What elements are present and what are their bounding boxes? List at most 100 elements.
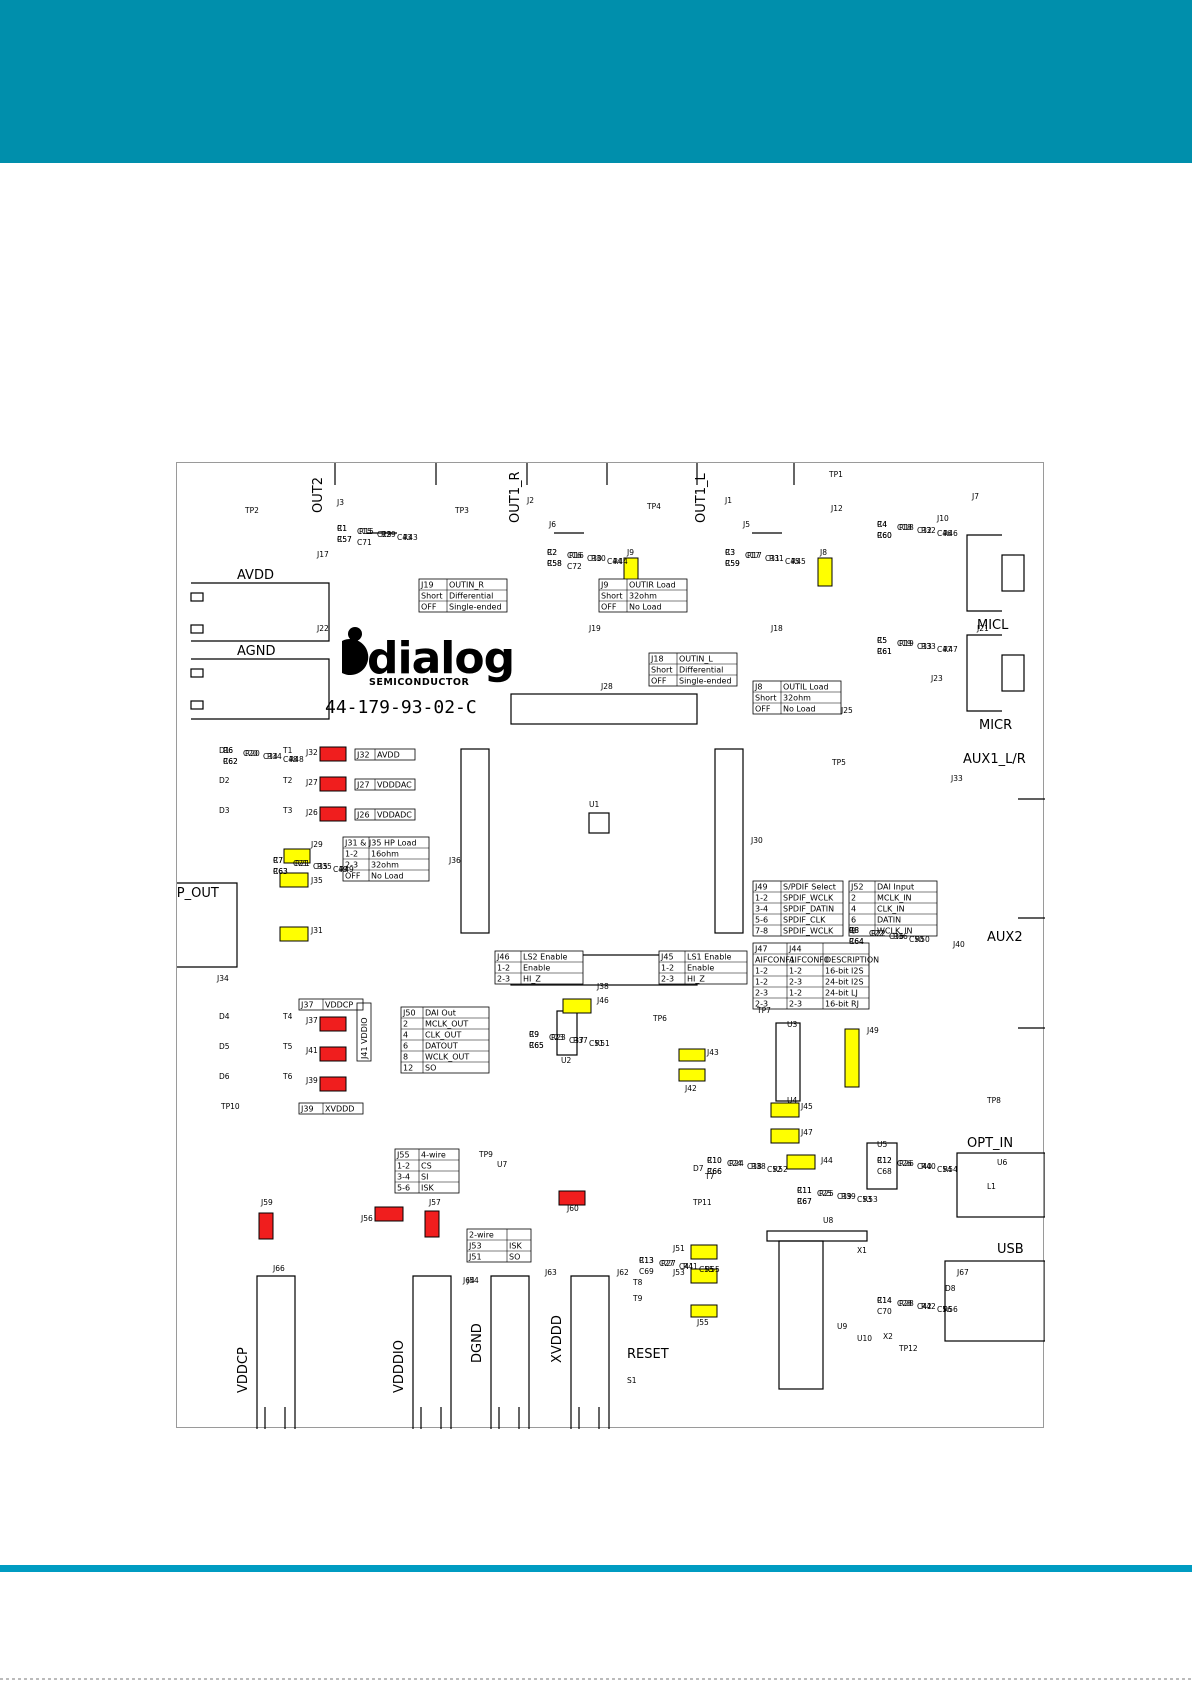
jumper-j35 — [279, 872, 309, 888]
refdes-label: TP10 — [220, 1102, 240, 1111]
avdd-label: AVDD — [237, 568, 274, 583]
refdes-label: C44 — [607, 557, 622, 566]
refdes-label: J41 — [305, 1046, 318, 1055]
refdes-label: J57 — [428, 1198, 441, 1207]
refdes-label: C28 — [897, 1299, 912, 1308]
jumper-j55 — [690, 1304, 718, 1318]
refdes-label: C37 — [569, 1036, 584, 1045]
legend-cell: DAI Input — [877, 883, 914, 892]
legend-cell: S/PDIF Select — [783, 883, 836, 892]
refdes-label: R13 — [639, 1256, 654, 1265]
refdes-label: R55 — [705, 1265, 720, 1274]
refdes-label: C9 — [529, 1030, 539, 1039]
refdes-label: C17 — [745, 551, 760, 560]
refdes-label: U4 — [787, 1096, 797, 1105]
refdes-label: C56 — [937, 1305, 952, 1314]
refdes-label: C16 — [567, 551, 582, 560]
usb-label: USB — [997, 1242, 1024, 1257]
refdes-label: C11 — [797, 1186, 812, 1195]
refdes-label: C26 — [897, 1159, 912, 1168]
refdes-label: S1 — [627, 1376, 637, 1385]
refdes-label: R51 — [595, 1039, 610, 1048]
legend-cell: J31 & J35 HP Load — [344, 839, 417, 848]
refdes-label: C51 — [589, 1039, 604, 1048]
refdes-label: R36 — [893, 932, 908, 941]
xvddd-label: XVDDD — [550, 1315, 565, 1363]
refdes-label: R28 — [899, 1299, 914, 1308]
dialog-logo: dialog SEMICONDUCTOR — [342, 627, 515, 688]
refdes-label: J23 — [930, 674, 943, 683]
legend-cell: 1-2 — [789, 989, 802, 998]
refdes-label: R41 — [683, 1262, 698, 1271]
refdes-label: C31 — [765, 554, 780, 563]
jumper-j29 — [283, 848, 311, 864]
refdes-label: R61 — [877, 647, 892, 656]
refdes-label: R52 — [773, 1165, 788, 1174]
out1-l-label: OUT1_L — [694, 473, 709, 523]
logo-mark-icon — [342, 639, 369, 675]
refdes-label: TP8 — [986, 1096, 1001, 1105]
refdes-label: J7 — [971, 492, 979, 501]
refdes-label: R62 — [223, 757, 238, 766]
legend-cell: CS — [421, 1162, 432, 1171]
refdes-label: J44 — [820, 1156, 833, 1165]
refdes-label: U1 — [589, 800, 599, 809]
refdes-label: C29 — [377, 530, 392, 539]
refdes-label: J25 — [840, 706, 853, 715]
legend-cell: No Load — [783, 705, 816, 714]
legend-cell: J53 — [468, 1242, 482, 1251]
legend-cell: OUTIL Load — [783, 683, 829, 692]
refdes-label: R59 — [725, 559, 740, 568]
legend-cell: 3-4 — [397, 1173, 410, 1182]
refdes-label: R44 — [613, 557, 628, 566]
legend-cell: J44 — [788, 945, 802, 954]
refdes-label: C58 — [547, 559, 562, 568]
refdes-label: R10 — [707, 1156, 722, 1165]
refdes-label: X2 — [883, 1332, 893, 1341]
legend-cell: Single-ended — [679, 677, 732, 686]
refdes-label: C54 — [937, 1165, 952, 1174]
refdes-label: D1 — [219, 746, 230, 755]
legend-cell: 32ohm — [629, 592, 657, 601]
refdes-label: D7 — [693, 1164, 704, 1173]
refdes-label: R65 — [529, 1041, 544, 1050]
refdes-label: T9 — [632, 1294, 643, 1303]
legend-cell: OFF — [421, 603, 437, 612]
legend-cell: MCLK_IN — [877, 894, 912, 903]
legend-cell: J8 — [754, 683, 762, 692]
refdes-label: C47 — [937, 645, 952, 654]
legend-cell: CLK_OUT — [425, 1031, 461, 1040]
legend-cell: WCLK_OUT — [425, 1053, 469, 1062]
legend-cell: No Load — [629, 603, 662, 612]
refdes-label: R15 — [359, 527, 374, 536]
refdes-label: R12 — [877, 1156, 892, 1165]
legend-cell: J50 — [402, 1009, 416, 1018]
refdes-label: U7 — [497, 1160, 507, 1169]
legend-cell: VDDDAC — [377, 781, 412, 790]
refdes-label: D8 — [945, 1284, 956, 1293]
legend-cell: Short — [651, 666, 672, 675]
refdes-label: C72 — [567, 562, 582, 571]
legend-cell: 32ohm — [783, 694, 811, 703]
refdes-label: J66 — [272, 1264, 285, 1273]
refdes-label: C13 — [639, 1256, 654, 1265]
legend-cell: 2-3 — [661, 975, 674, 984]
legend-cell: No Load — [371, 872, 404, 881]
refdes-label: X1 — [857, 1246, 867, 1255]
refdes-label: TP3 — [454, 506, 469, 515]
jumper-j59 — [258, 1212, 274, 1240]
refdes-label: C14 — [877, 1296, 892, 1305]
refdes-label: R57 — [337, 535, 352, 544]
refdes-label: R38 — [751, 1162, 766, 1171]
refdes-label: D6 — [219, 1072, 230, 1081]
refdes-label: C15 — [357, 527, 372, 536]
legend-cell: J18 — [650, 655, 664, 664]
refdes-label: R1 — [337, 524, 347, 533]
bottom-power-terminals — [256, 1275, 610, 1429]
jumper-j42 — [678, 1068, 706, 1082]
